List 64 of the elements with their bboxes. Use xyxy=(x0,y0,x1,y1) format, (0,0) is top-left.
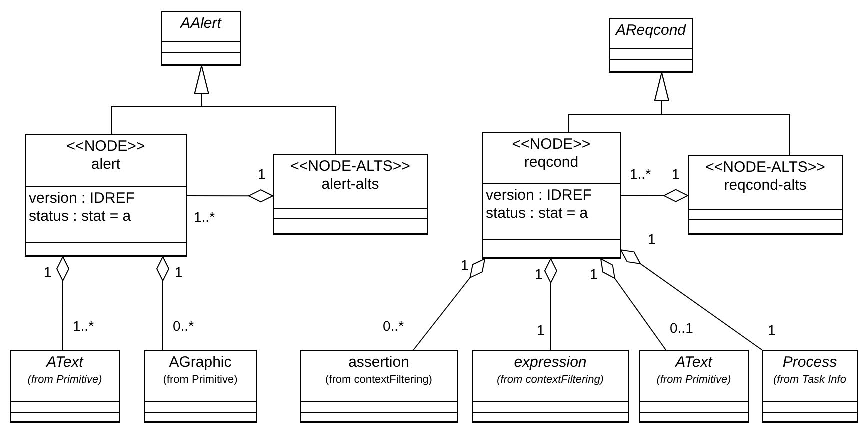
inheritance-arrow xyxy=(654,72,790,156)
class-box xyxy=(639,350,749,423)
aggregation-line xyxy=(620,189,688,202)
multiplicity-label: 1..* xyxy=(630,166,652,182)
stereotype-label: <<NODE>> xyxy=(512,136,591,154)
multiplicity-label: 1 xyxy=(648,231,656,247)
class-name: Process xyxy=(782,354,838,372)
class-box xyxy=(482,132,621,259)
aggregation-line xyxy=(620,250,762,350)
package-note: (from contextFiltering) xyxy=(497,373,604,388)
class-name: alert xyxy=(91,156,121,174)
class-box xyxy=(161,11,241,66)
class-box xyxy=(472,350,629,423)
class-box xyxy=(688,155,843,235)
class-box xyxy=(609,18,693,73)
class-box xyxy=(25,134,187,257)
class-name: assertion xyxy=(348,354,410,372)
stereotype-label: <<NODE>> xyxy=(66,138,146,156)
class-name: AGraphic xyxy=(169,354,232,372)
class-box xyxy=(144,350,257,423)
multiplicity-label: 1 xyxy=(258,166,266,182)
class-box xyxy=(10,350,120,423)
stereotype-label: <<NODE-ALTS>> xyxy=(706,159,826,177)
package-note: (from Primitive) xyxy=(28,373,102,388)
class-box xyxy=(762,350,858,423)
multiplicity-label: 0..* xyxy=(383,318,404,334)
class-box xyxy=(300,350,458,423)
class-name: expression xyxy=(514,354,587,372)
class-name: alert-alts xyxy=(322,176,380,194)
multiplicity-label: 0..* xyxy=(173,318,194,334)
attribute-text: status : stat = a xyxy=(486,205,588,223)
class-name: AAlert xyxy=(180,15,222,33)
stereotype-label: <<NODE-ALTS>> xyxy=(290,158,410,176)
aggregation-line xyxy=(413,258,486,350)
class-box xyxy=(273,154,428,235)
class-name: AReqcond xyxy=(616,22,686,40)
class-name: AText xyxy=(676,354,712,372)
inheritance-arrow xyxy=(194,66,336,154)
package-note: (from Primitive) xyxy=(163,373,238,388)
attribute-text: version : IDREF xyxy=(486,187,592,205)
attribute-text: version : IDREF xyxy=(29,190,135,208)
aggregation-line xyxy=(600,258,666,350)
aggregation-line xyxy=(156,256,170,350)
multiplicity-label: 1 xyxy=(44,264,52,280)
aggregation-line xyxy=(56,256,70,350)
multiplicity-label: 1..* xyxy=(73,318,94,334)
multiplicity-label: 1 xyxy=(461,257,469,273)
class-name: AText xyxy=(46,354,84,372)
aggregation-line xyxy=(544,258,558,350)
multiplicity-label: 1 xyxy=(535,266,543,282)
aggregation-line xyxy=(186,190,274,203)
multiplicity-label: 1 xyxy=(672,166,680,182)
package-note: (from Primitive) xyxy=(656,373,732,388)
class-name: reqcond xyxy=(524,154,579,172)
multiplicity-label: 1 xyxy=(590,266,598,282)
multiplicity-label: 1 xyxy=(537,322,545,338)
package-note: (from Task Info xyxy=(774,373,846,388)
multiplicity-label: 0..1 xyxy=(670,320,694,336)
multiplicity-label: 1 xyxy=(768,322,776,338)
multiplicity-label: 1..* xyxy=(194,209,216,225)
package-note: (from contextFiltering) xyxy=(326,373,432,388)
class-name: reqcond-alts xyxy=(724,177,807,195)
attribute-text: status : stat = a xyxy=(29,208,132,226)
multiplicity-label: 1 xyxy=(175,264,183,280)
